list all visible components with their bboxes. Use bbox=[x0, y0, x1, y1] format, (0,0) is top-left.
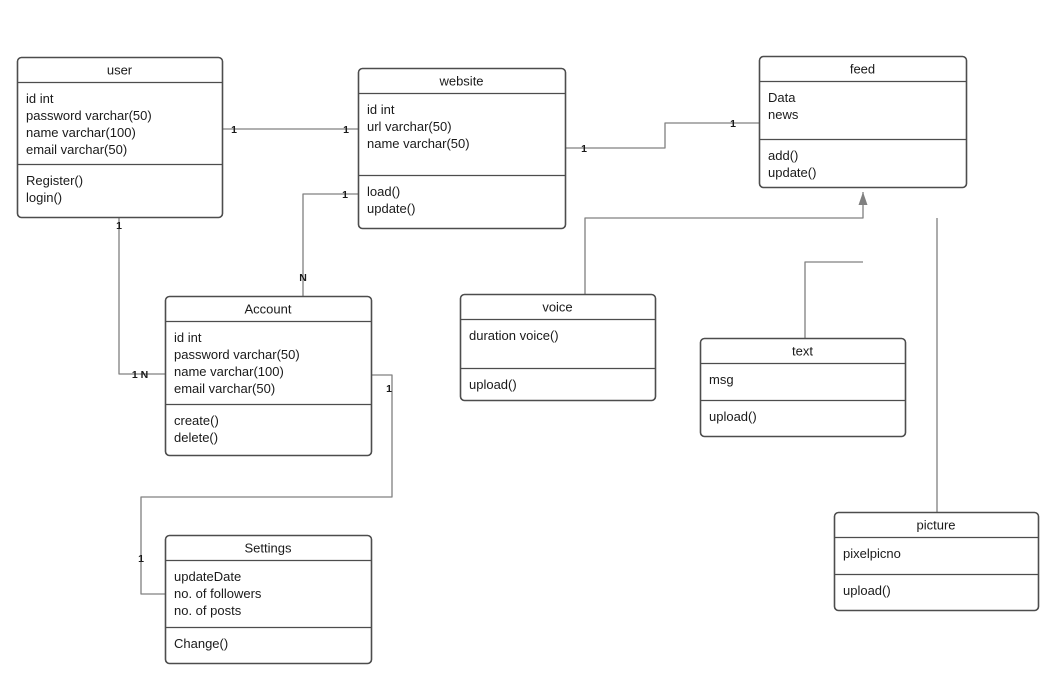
connector-line bbox=[584, 192, 864, 294]
connector-multiplicity-label: 1 bbox=[231, 124, 237, 136]
class-box-outline bbox=[357, 67, 567, 230]
class-attribute-label: email varchar(50) bbox=[26, 142, 127, 157]
class-attribute-label: msg bbox=[709, 372, 734, 387]
class-name-label: voice bbox=[542, 300, 572, 315]
class-attribute-label: password varchar(50) bbox=[26, 108, 152, 123]
class-attribute-label: id int bbox=[367, 102, 395, 117]
connector-line bbox=[565, 122, 759, 149]
class-attribute-label: name varchar(100) bbox=[174, 364, 284, 379]
class-method-label: upload() bbox=[843, 583, 891, 598]
class-attribute-label: no. of followers bbox=[174, 586, 262, 601]
class-box-outline bbox=[164, 295, 373, 457]
class-name-label: text bbox=[792, 344, 813, 359]
class-box-outline bbox=[459, 293, 657, 402]
class-attribute-label: news bbox=[768, 107, 799, 122]
class-attribute-label: no. of posts bbox=[174, 603, 242, 618]
class-method-label: load() bbox=[367, 184, 400, 199]
class-name-label: Account bbox=[245, 302, 292, 317]
class-box-user[interactable]: user id int password varchar(50) name varch… bbox=[16, 56, 224, 219]
connector-voice-feed bbox=[584, 192, 868, 294]
class-method-label: upload() bbox=[469, 377, 517, 392]
connector-line bbox=[140, 374, 393, 595]
class-box-outline bbox=[16, 56, 224, 219]
connector-multiplicity-label: N bbox=[299, 272, 307, 284]
class-attribute-label: id int bbox=[174, 330, 202, 345]
class-box-outline bbox=[758, 55, 968, 189]
class-method-label: login() bbox=[26, 190, 62, 205]
class-box-text[interactable]: text msg upload() bbox=[699, 337, 907, 438]
class-method-label: upload() bbox=[709, 409, 757, 424]
class-attribute-label: updateDate bbox=[174, 569, 241, 584]
class-box-voice[interactable]: voice duration voice() upload() bbox=[459, 293, 657, 402]
connector-line bbox=[118, 217, 165, 375]
class-name-label: Settings bbox=[245, 541, 292, 556]
class-attribute-label: email varchar(50) bbox=[174, 381, 275, 396]
class-box-settings[interactable]: Settings updateDate no. of followers no. of… bbox=[164, 534, 373, 665]
class-attribute-label: name varchar(50) bbox=[367, 136, 470, 151]
connector-multiplicity-label: 1 N bbox=[132, 369, 148, 381]
connector-multiplicity-label: 1 bbox=[138, 553, 144, 565]
connector-website-account: 1N bbox=[299, 189, 358, 296]
connector-text-feed bbox=[804, 261, 863, 338]
class-name-label: picture bbox=[916, 518, 955, 533]
class-method-label: Register() bbox=[26, 173, 83, 188]
class-box-outline bbox=[164, 534, 373, 665]
class-attribute-label: name varchar(100) bbox=[26, 125, 136, 140]
connector-multiplicity-label: 1 bbox=[343, 124, 349, 136]
connector-multiplicity-label: 1 bbox=[730, 118, 736, 130]
class-method-label: update() bbox=[768, 165, 816, 180]
class-box-account[interactable]: Account id int password varchar(50) name va… bbox=[164, 295, 373, 457]
connector-website-feed: 11 bbox=[565, 118, 759, 155]
classes-layer: user id int password varchar(50) name varch… bbox=[16, 55, 1040, 665]
connector-account-settings: 11 bbox=[138, 374, 393, 595]
class-attribute-label: id int bbox=[26, 91, 54, 106]
connector-multiplicity-label: 1 bbox=[386, 383, 392, 395]
arrow-head-icon bbox=[858, 192, 868, 205]
class-method-label: delete() bbox=[174, 430, 218, 445]
class-attribute-label: pixelpicno bbox=[843, 546, 901, 561]
connector-line bbox=[302, 193, 358, 296]
class-name-label: website bbox=[438, 74, 483, 89]
class-method-label: add() bbox=[768, 148, 798, 163]
connector-multiplicity-label: 1 bbox=[581, 143, 587, 155]
class-box-website[interactable]: website id int url varchar(50) name varchar… bbox=[357, 67, 567, 230]
class-attribute-label: duration voice() bbox=[469, 328, 559, 343]
class-name-label: feed bbox=[850, 62, 875, 77]
class-method-label: create() bbox=[174, 413, 219, 428]
connector-multiplicity-label: 1 bbox=[342, 189, 348, 201]
class-attribute-label: password varchar(50) bbox=[174, 347, 300, 362]
connector-multiplicity-label: 1 bbox=[116, 220, 122, 232]
class-method-label: Change() bbox=[174, 636, 228, 651]
class-attribute-label: Data bbox=[768, 90, 796, 105]
class-method-label: update() bbox=[367, 201, 415, 216]
connector-user-account: 1 1 N bbox=[116, 217, 165, 381]
class-name-label: user bbox=[107, 63, 133, 78]
connector-line bbox=[804, 261, 863, 338]
class-attribute-label: url varchar(50) bbox=[367, 119, 452, 134]
class-box-picture[interactable]: picture pixelpicno upload() bbox=[833, 511, 1040, 612]
